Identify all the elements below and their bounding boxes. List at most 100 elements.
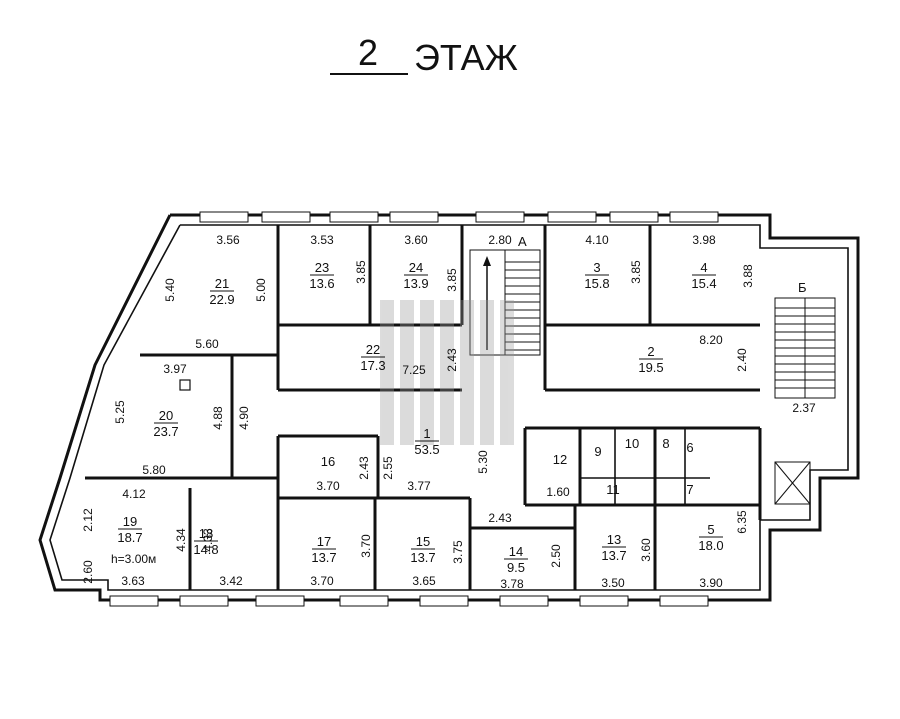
- dimension-label: 3.78: [500, 577, 524, 591]
- room-number-17: 17: [317, 534, 331, 549]
- room-number-11: 11: [606, 482, 620, 497]
- dimension-label: 4.34: [174, 528, 188, 552]
- dimension-label: 3.98: [692, 233, 716, 247]
- room-number-23: 23: [315, 260, 329, 275]
- dimension-label: 4.90: [237, 406, 251, 430]
- dimension-label: 1.60: [546, 485, 570, 499]
- room-area-21: 22.9: [209, 292, 234, 307]
- dimension-label: 3.90: [699, 576, 723, 590]
- room-number-5: 5: [707, 522, 714, 537]
- dimension-label: 3.70: [359, 534, 373, 558]
- dimension-label: 3.63: [121, 574, 145, 588]
- room-number-15: 15: [416, 534, 430, 549]
- room-area-3: 15.8: [584, 276, 609, 291]
- room-number-18: 18: [199, 526, 213, 541]
- dimension-label: 3.42: [219, 574, 243, 588]
- room-area-19: 18.7: [117, 530, 142, 545]
- room-number-12: 12: [553, 452, 567, 467]
- room-number-7: 7: [686, 482, 693, 497]
- dimension-label: 7.25: [402, 363, 426, 377]
- dimension-label: 4.88: [211, 406, 225, 430]
- dimension-label: 4.33: [201, 528, 215, 552]
- dimension-label: 5.00: [254, 278, 268, 302]
- dimension-label: 3.75: [451, 540, 465, 564]
- room-number-21: 21: [215, 276, 229, 291]
- stair-a-arrowhead: [483, 256, 491, 266]
- dimension-label: 5.80: [142, 463, 166, 477]
- room-number-10: 10: [625, 436, 639, 451]
- dimension-label: 3.60: [404, 233, 428, 247]
- outer-walls: [38, 213, 860, 602]
- stair-a: А: [469, 234, 541, 356]
- room-area-15: 13.7: [410, 550, 435, 565]
- dimension-label: 3.50: [601, 576, 625, 590]
- dimension-label: 3.85: [354, 260, 368, 284]
- room-number-20: 20: [159, 408, 173, 423]
- room-number-8: 8: [662, 436, 669, 451]
- dimension-label: 2.12: [81, 508, 95, 532]
- room-number-14: 14: [509, 544, 523, 559]
- dimension-labels: 3.56 3.53 3.60 2.80 4.10 3.98 5.40 5.00 3.85 3.85…: [81, 233, 816, 591]
- dimension-label: 3.53: [310, 233, 334, 247]
- room-area-4: 15.4: [691, 276, 716, 291]
- room-area-13: 13.7: [601, 548, 626, 563]
- room-labels: 2122.92313.62413.9315.8415.42217.3219.52…: [117, 260, 723, 575]
- room-area-23: 13.6: [309, 276, 334, 291]
- room-area-17: 13.7: [311, 550, 336, 565]
- floor-number: 2: [358, 32, 378, 73]
- watermark-logo: [380, 300, 514, 445]
- floor-word: ЭТАЖ: [414, 37, 518, 78]
- stair-a-label: А: [518, 234, 527, 249]
- dimension-label: 5.40: [163, 278, 177, 302]
- room-number-3: 3: [593, 260, 600, 275]
- floor-title: 2 ЭТАЖ: [330, 32, 518, 78]
- room-number-2: 2: [647, 344, 654, 359]
- room-number-13: 13: [607, 532, 621, 547]
- dimension-label: 2.43: [488, 511, 512, 525]
- room-number-19: 19: [123, 514, 137, 529]
- dimension-label: 3.60: [639, 538, 653, 562]
- room-number-1: 1: [423, 426, 430, 441]
- room-area-5: 18.0: [698, 538, 723, 553]
- dimension-label: 3.77: [407, 479, 431, 493]
- dimension-label: 2.50: [549, 544, 563, 568]
- room-number-16: 16: [321, 454, 335, 469]
- dimension-label: 3.70: [310, 574, 334, 588]
- stair-b-label: Б: [798, 280, 807, 295]
- dimension-label: 3.56: [216, 233, 240, 247]
- dimension-label: 3.65: [412, 574, 436, 588]
- dimension-label: 3.85: [445, 268, 459, 292]
- dimension-label: 3.70: [316, 479, 340, 493]
- room-number-22: 22: [366, 342, 380, 357]
- dimension-label: 4.10: [585, 233, 609, 247]
- dimension-label: 2.43: [357, 456, 371, 480]
- elevator: [774, 461, 811, 505]
- room-number-6: 6: [686, 440, 693, 455]
- room-area-14: 9.5: [507, 560, 525, 575]
- room-number-24: 24: [409, 260, 423, 275]
- dimension-label: 5.30: [476, 450, 490, 474]
- dimension-label: 2.37: [792, 401, 816, 415]
- dimension-label: 2.43: [445, 348, 459, 372]
- dimension-label: 5.60: [195, 337, 219, 351]
- dimension-label: 2.80: [488, 233, 512, 247]
- dimension-label: 2.60: [81, 560, 95, 584]
- room-area-1: 53.5: [414, 442, 439, 457]
- room-area-2: 19.5: [638, 360, 663, 375]
- room-number-4: 4: [700, 260, 707, 275]
- column-marker: [179, 379, 191, 391]
- dimension-label: 3.85: [629, 260, 643, 284]
- dimension-label: 4.12: [122, 487, 146, 501]
- dimension-label: 8.20: [699, 333, 723, 347]
- room-area-24: 13.9: [403, 276, 428, 291]
- dimension-label: 5.25: [113, 400, 127, 424]
- dimension-label: 3.97: [163, 362, 187, 376]
- dimension-label: 2.40: [735, 348, 749, 372]
- room-number-9: 9: [594, 444, 601, 459]
- stair-b: Б: [774, 280, 836, 399]
- dimension-label: 6.35: [735, 510, 749, 534]
- room-area-22: 17.3: [360, 358, 385, 373]
- dimension-label: 3.88: [741, 264, 755, 288]
- interior-walls: [85, 225, 762, 590]
